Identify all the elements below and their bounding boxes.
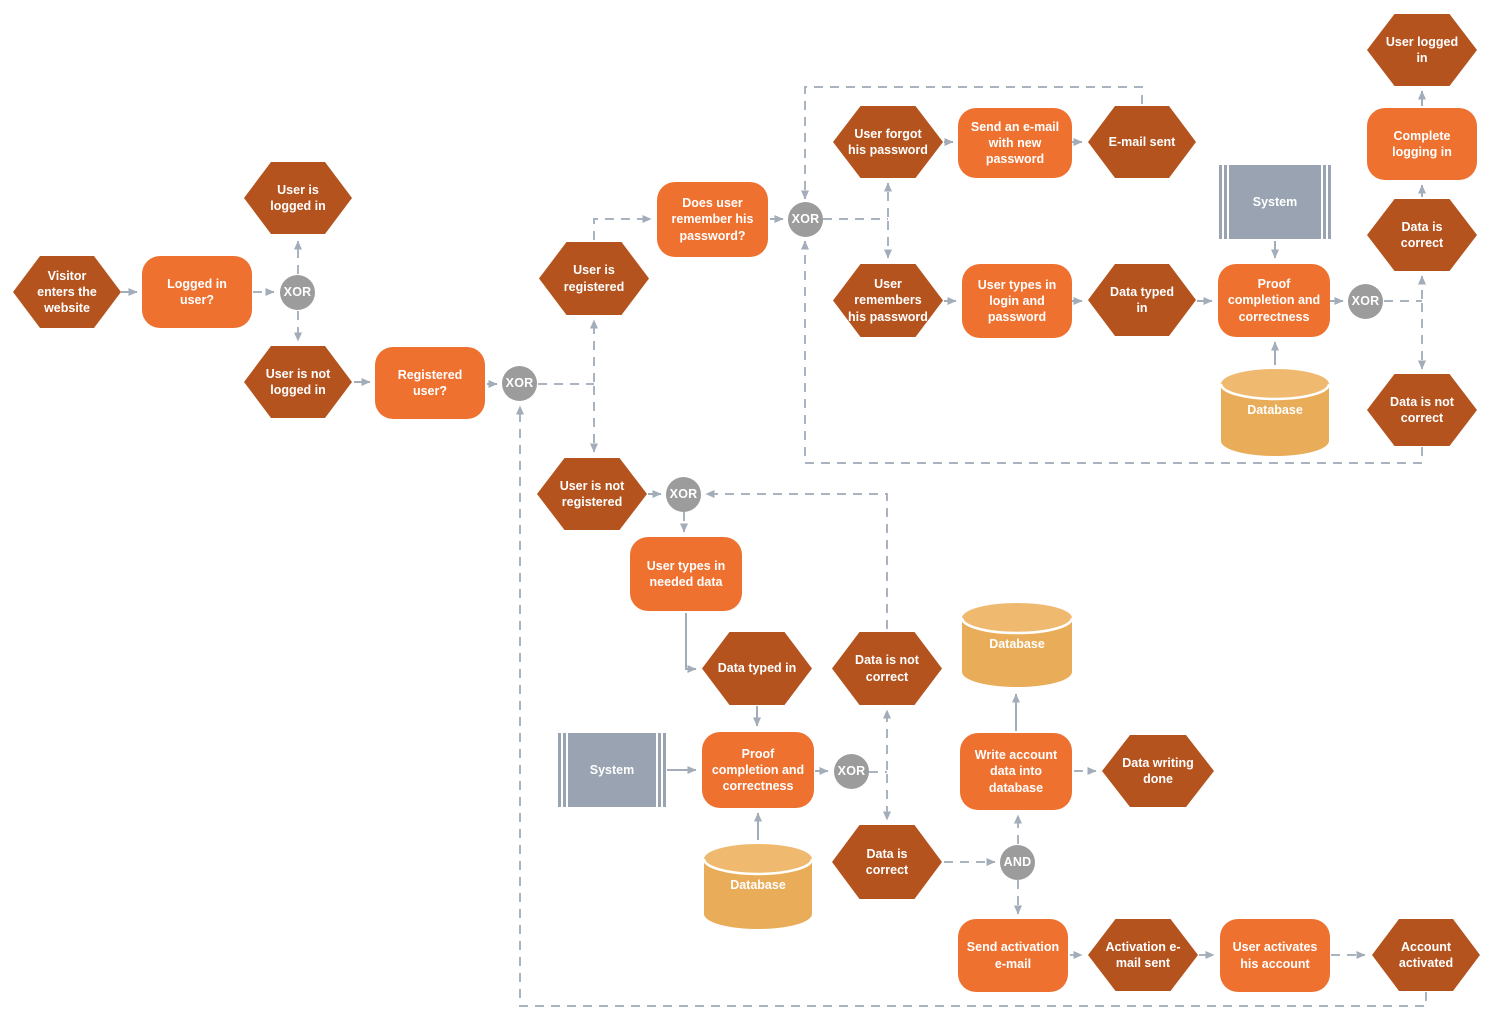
event-label: Data is correct <box>865 846 909 877</box>
event-label: User is registered <box>563 263 625 294</box>
event-data-is-not-correct-login: Data is not correct <box>1367 374 1477 446</box>
event-label: Account activated <box>1398 939 1454 970</box>
function-label: User types in needed data <box>646 558 726 589</box>
event-data-typed-in-login: Data typed in <box>1088 264 1196 336</box>
gateway-label: XOR <box>1351 294 1380 309</box>
gateway-xor-1: XOR <box>280 275 315 310</box>
event-label: User logged in <box>1385 34 1459 65</box>
database-label: Database <box>989 637 1045 651</box>
function-label: Does user remember his password? <box>671 196 754 243</box>
event-label: Activation e-mail sent <box>1105 939 1181 970</box>
function-label: Write account data into database <box>974 748 1058 795</box>
function-label: Proof completion and correctness <box>711 746 805 794</box>
function-registered-user: Registered user? <box>375 347 485 419</box>
event-label: E-mail sent <box>1108 134 1176 149</box>
function-logged-in-user: Logged in user? <box>142 256 252 328</box>
event-label: Data is not correct <box>1390 394 1454 425</box>
function-does-user-remember-password: Does user remember his password? <box>657 182 768 257</box>
event-label: Data typed in <box>717 661 797 676</box>
event-label: Data typed in <box>1110 284 1174 315</box>
event-account-activated: Account activated <box>1372 919 1480 991</box>
gateway-label: XOR <box>505 376 534 391</box>
function-label: Proof completion and correctness <box>1227 277 1321 324</box>
gateway-xor-3: XOR <box>788 202 823 237</box>
event-label: Data is correct <box>1400 219 1444 250</box>
database-label: Database <box>730 878 786 892</box>
system-label: System <box>1252 194 1298 209</box>
gateway-label: XOR <box>283 285 312 300</box>
connector-user-registered-to-remember-password <box>593 215 652 240</box>
event-label: Data is not correct <box>855 653 919 684</box>
connector-account-activated-loop-to-xor2 <box>516 405 1427 1007</box>
function-proof-completion-login: Proof completion and correctness <box>1218 264 1330 337</box>
database-cylinder-account: Database <box>961 602 1073 689</box>
function-user-types-needed-data: User types in needed data <box>630 537 742 611</box>
event-label: User remembers his password <box>848 277 928 324</box>
gateway-xor-2: XOR <box>502 366 537 401</box>
function-send-email-new-password: Send an e-mail with new password <box>958 108 1072 178</box>
cylinder-shape <box>703 844 813 929</box>
cylinder-shape <box>1220 369 1330 456</box>
connector-data-not-correct-loop-to-xor3 <box>801 240 1423 464</box>
connector-data-not-correct2-loop-to-xor5 <box>705 490 888 629</box>
event-data-is-correct-login: Data is correct <box>1367 199 1477 271</box>
event-user-logged-in-final: User logged in <box>1367 14 1477 86</box>
event-label: User is not registered <box>559 478 625 509</box>
gateway-label: XOR <box>791 212 820 227</box>
function-write-account-data: Write account data into database <box>960 733 1072 810</box>
system-box-login: System <box>1219 165 1331 239</box>
function-user-types-login-password: User types in login and password <box>962 264 1072 338</box>
function-label: Registered user? <box>397 367 463 398</box>
database-cylinder-login: Database <box>1220 368 1330 458</box>
function-label: User types in login and password <box>977 277 1057 325</box>
event-label: Visitor enters the website <box>37 268 97 316</box>
event-label: User is not logged in <box>265 366 331 397</box>
gateway-and-1: AND <box>1000 845 1035 880</box>
gateway-xor-4: XOR <box>1348 284 1383 319</box>
function-label: User activates his account <box>1232 940 1318 971</box>
event-label: User forgot his password <box>848 126 928 157</box>
event-visitor-enters-website: Visitor enters the website <box>13 256 121 328</box>
event-user-is-not-logged-in: User is not logged in <box>244 346 352 418</box>
gateway-xor-6: XOR <box>834 754 869 789</box>
function-complete-logging-in: Complete logging in <box>1367 108 1477 180</box>
event-activation-email-sent: Activation e-mail sent <box>1088 919 1198 991</box>
function-send-activation-email: Send activation e-mail <box>958 919 1068 992</box>
connector-email-sent-loop-to-xor3 <box>801 86 1143 200</box>
event-user-is-logged-in: User is logged in <box>244 162 352 234</box>
function-user-activates-account: User activates his account <box>1220 919 1330 992</box>
gateway-xor-5: XOR <box>666 477 701 512</box>
gateway-label: XOR <box>669 487 698 502</box>
event-email-sent: E-mail sent <box>1088 106 1196 178</box>
function-label: Complete logging in <box>1392 128 1452 159</box>
connector-types-needed-data-to-data-typed2 <box>685 613 697 673</box>
cylinder-shape <box>961 603 1073 687</box>
function-label: Send an e-mail with new password <box>970 119 1060 167</box>
gateway-label: XOR <box>837 764 866 779</box>
event-label: User is logged in <box>270 182 326 213</box>
system-box-registration: System <box>558 733 666 807</box>
gateway-label: AND <box>1003 855 1032 870</box>
database-label: Database <box>1247 403 1303 417</box>
function-proof-completion-registration: Proof completion and correctness <box>702 732 814 808</box>
function-label: Send activation e-mail <box>966 940 1060 971</box>
system-label: System <box>589 762 635 777</box>
database-cylinder-registration: Database <box>703 843 813 931</box>
event-label: Data writing done <box>1122 755 1194 786</box>
function-label: Logged in user? <box>167 276 227 307</box>
